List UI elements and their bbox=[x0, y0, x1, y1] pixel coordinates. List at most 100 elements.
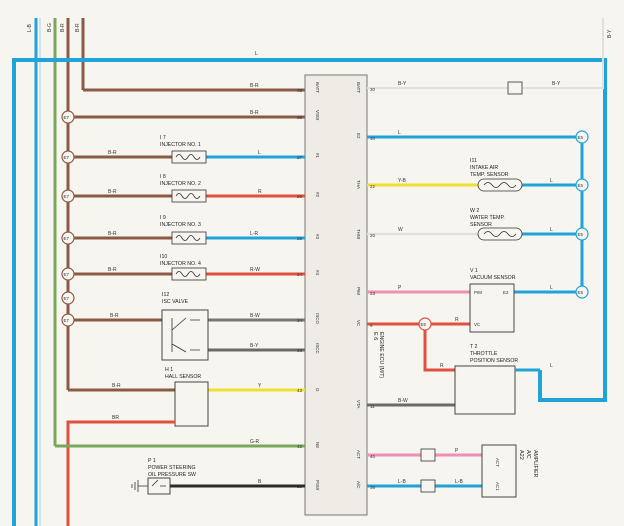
inj1-in-wire: B-R bbox=[108, 150, 117, 156]
ecu-pin-l10-num: 42 bbox=[297, 444, 303, 449]
ac-w3: L-B bbox=[455, 479, 463, 485]
inj4-in-wire: B-R bbox=[108, 267, 117, 273]
hall-name: HALL SENSOR bbox=[165, 374, 201, 380]
ecu-pin-r2-num: 10 bbox=[370, 136, 376, 141]
throttle-wire: R bbox=[440, 363, 444, 369]
vacuum-id: V 1 bbox=[470, 268, 478, 274]
ecu-pin-r9-num: 36 bbox=[370, 485, 376, 490]
inj4-id: I10 bbox=[160, 254, 167, 260]
injector-1[interactable] bbox=[171, 150, 207, 164]
throttle-position-sensor[interactable] bbox=[454, 365, 516, 415]
water-name: WATER TEMP. bbox=[470, 215, 505, 221]
ac-id: A22 bbox=[518, 450, 524, 460]
ecu-pin-l10-name: NE bbox=[315, 442, 320, 448]
inj1-out-wire: L bbox=[258, 150, 261, 156]
splice-left-1-label: E7 bbox=[64, 115, 70, 120]
injector-2[interactable] bbox=[171, 189, 207, 203]
inj2-id: I 8 bbox=[160, 174, 166, 180]
splice-right-1-label: E5 bbox=[578, 135, 584, 140]
intake-out-wire: L bbox=[550, 178, 553, 184]
intake-name2: TEMP. SENSOR bbox=[470, 172, 509, 178]
top-wire-label-3: B-R bbox=[60, 23, 66, 32]
fuse-batt[interactable] bbox=[507, 81, 523, 95]
splice-left-2-label: E7 bbox=[64, 155, 70, 160]
inj3-in-wire: B-R bbox=[108, 231, 117, 237]
ecu-pin-r7-name: VTA bbox=[356, 400, 361, 408]
wire-vc-to-tps bbox=[423, 324, 455, 372]
inj4-out-wire: R-W bbox=[250, 267, 260, 273]
throttle-id: T 2 bbox=[470, 344, 478, 350]
ecu-pin-l6-name: #4 bbox=[315, 270, 320, 276]
ecu-pin-l11-num: 13 bbox=[297, 484, 303, 489]
thermistor-icon bbox=[483, 182, 517, 188]
ecu-pin-l7-name: ISCO bbox=[315, 313, 320, 325]
ac-amplifier[interactable] bbox=[481, 444, 517, 498]
throttle-name2: POSITION SENSOR bbox=[470, 358, 518, 364]
psw-name2: OIL PRESSURE SW bbox=[148, 472, 196, 478]
psw-id: P 1 bbox=[148, 458, 156, 464]
switch-icon bbox=[151, 479, 166, 487]
isc-in-wire: B-R bbox=[110, 313, 119, 319]
thermistor-icon-2 bbox=[483, 231, 517, 237]
isc-name: ISC VALVE bbox=[162, 299, 189, 305]
ac-w1: P bbox=[455, 448, 459, 454]
ecu-pin-r5-name: PIM bbox=[356, 287, 361, 295]
connector-ac1[interactable] bbox=[420, 479, 436, 493]
splice-right-2-label: E5 bbox=[578, 183, 584, 188]
splice-right-4-label: E5 bbox=[578, 290, 584, 295]
splice-right-1 bbox=[575, 130, 589, 144]
intake-name: INTAKE AIR bbox=[470, 165, 498, 171]
isc-out1-wire: B-W bbox=[250, 313, 260, 319]
splice-left-3-label: E7 bbox=[64, 194, 70, 199]
ecu-pin-l2-num: 38 bbox=[297, 115, 303, 120]
splice-left-6 bbox=[61, 291, 75, 305]
ne-wire: G-R bbox=[250, 439, 260, 445]
ac-pin1: ACT bbox=[495, 458, 500, 467]
splice-center bbox=[418, 317, 432, 331]
splice-left-1 bbox=[61, 110, 75, 124]
vac-pin1: PIM bbox=[474, 290, 482, 295]
intake-wire: Y-B bbox=[398, 178, 407, 184]
right-top-wire-label: B-Y bbox=[607, 29, 613, 38]
ecu-pin-r3-num: 22 bbox=[370, 184, 376, 189]
ecu-left-pins: 48 BATT 38 VSW 27 #1 26 #2 25 #3 24 #4 3… bbox=[297, 82, 320, 491]
vacuum-vc-wire: R bbox=[455, 317, 459, 323]
ecu-pin-r2-name: E2 bbox=[356, 133, 361, 139]
inj2-in-wire: B-R bbox=[108, 189, 117, 195]
psw-switch[interactable] bbox=[147, 477, 171, 495]
isc-id: I12 bbox=[162, 292, 169, 298]
ecu-pin-l5-name: #3 bbox=[315, 234, 320, 240]
ecu-pin-l4-num: 26 bbox=[297, 194, 303, 199]
isc-valve[interactable] bbox=[161, 309, 209, 361]
left-bus-wires bbox=[34, 18, 305, 526]
ecu-subtitle: ENGINE ECU (M/T) bbox=[378, 332, 384, 378]
hall-in-wire: B-R bbox=[112, 383, 121, 389]
injector-4[interactable] bbox=[171, 267, 207, 281]
ecu-pin-r1-num: 30 bbox=[370, 87, 376, 92]
batt-right-wire: B-Y bbox=[552, 81, 561, 87]
ecu-pin-l3-name: #1 bbox=[315, 153, 320, 159]
connector-act[interactable] bbox=[420, 448, 436, 462]
splice-left-5-label: E7 bbox=[64, 272, 70, 277]
ecu-pin-l9-num: 43 bbox=[297, 388, 303, 393]
e2-wire: L bbox=[398, 130, 401, 136]
throttle-out-wire: L bbox=[550, 363, 553, 369]
splice-left-6-label: E7 bbox=[64, 296, 70, 301]
vacuum-out-wire: L bbox=[550, 285, 553, 291]
ecu-pin-l9-name: G bbox=[315, 388, 320, 392]
ecu-pin-r8-name: ACT bbox=[356, 450, 361, 459]
vacuum-sensor[interactable] bbox=[469, 283, 515, 333]
vsw-wire: B-R bbox=[250, 110, 259, 116]
inj2-name: INJECTOR NO. 2 bbox=[160, 181, 201, 187]
psw-name: POWER STEERING bbox=[148, 465, 196, 471]
hall-out-wire: Y bbox=[258, 383, 262, 389]
batt-mid-wire: B-Y bbox=[398, 81, 407, 87]
splice-left-7-label: E7 bbox=[64, 318, 70, 323]
injector-3[interactable] bbox=[171, 231, 207, 245]
water-id: W 2 bbox=[470, 208, 479, 214]
intake-id: I11 bbox=[470, 158, 477, 164]
ecu-pin-l1-num: 48 bbox=[297, 88, 303, 93]
ecu-pin-r4-name: THW bbox=[356, 229, 361, 240]
hall-sensor[interactable] bbox=[174, 381, 209, 427]
